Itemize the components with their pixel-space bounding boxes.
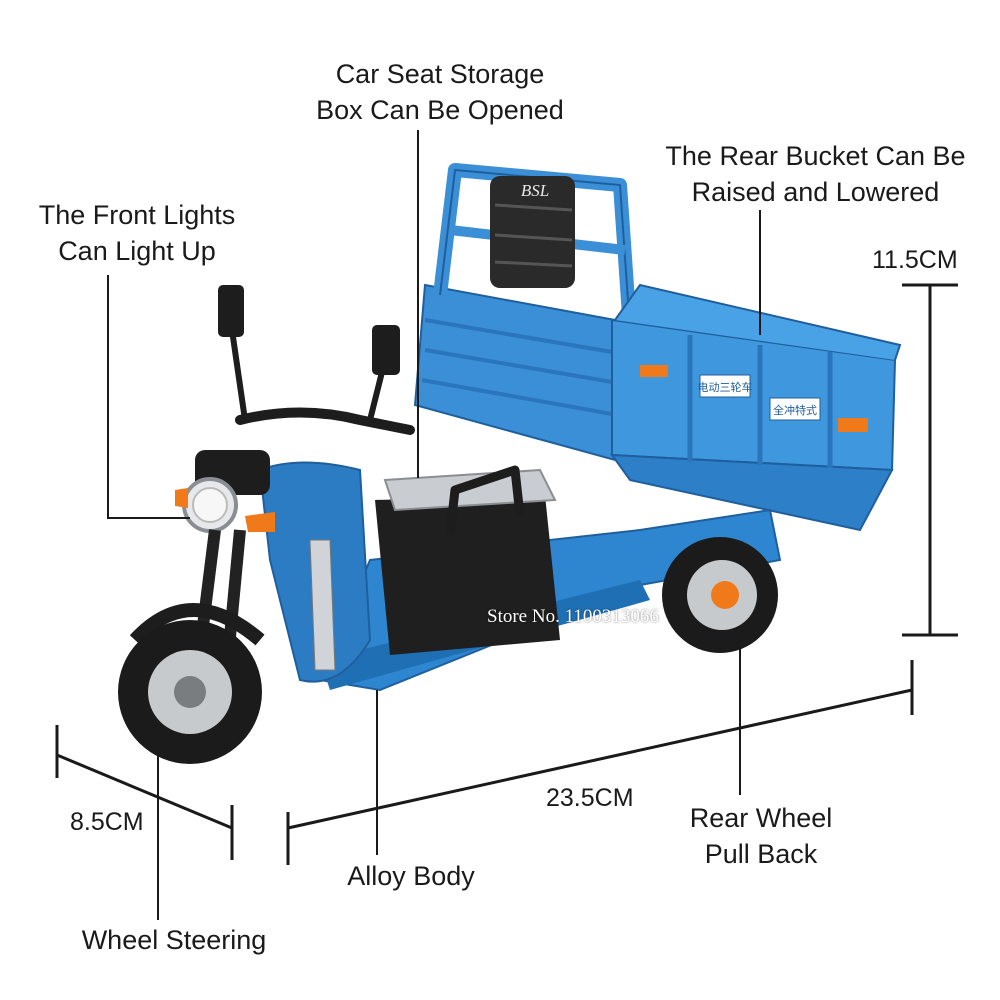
dimension-lines <box>55 283 958 865</box>
car-seat-storage-line-2: Box Can Be Opened <box>316 95 564 125</box>
car-seat-storage-label: Car Seat Storage Box Can Be Opened <box>300 56 580 128</box>
rear-bucket-label: The Rear Bucket Can Be Raised and Lowere… <box>648 138 983 210</box>
length-dimension-label: 23.5CM <box>546 784 634 812</box>
rear-bucket-line-1: The Rear Bucket Can Be <box>665 141 966 171</box>
height-dimension-label: 11.5CM <box>872 246 958 274</box>
headboard-strap <box>490 176 575 288</box>
front-lights-line-1: The Front Lights <box>38 200 236 230</box>
headboard-badge: BSL <box>520 181 550 200</box>
left-indicator <box>175 488 188 508</box>
car-seat-storage-line-1: Car Seat Storage <box>335 59 545 89</box>
alloy-body-label: Alloy Body <box>347 861 475 891</box>
side-plate-1 <box>699 374 751 398</box>
rear-cargo-bucket: 电动三轮车 全冲特式 <box>413 163 902 532</box>
rear-wheel-label: Rear Wheel Pull Back <box>676 800 846 872</box>
left-mirror <box>218 285 244 337</box>
orange-stripe-decal <box>640 365 668 377</box>
store-watermark: Store No. 1100313066 <box>487 606 659 627</box>
rear-wheel-line-1: Rear Wheel <box>689 803 833 833</box>
front-lights-line-2: Can Light Up <box>58 236 216 266</box>
side-plate-1-text: 电动三轮车 <box>698 380 753 394</box>
front-lights-label: The Front Lights Can Light Up <box>26 197 248 269</box>
side-plate-2-text: 全冲特式 <box>773 403 817 417</box>
rear-wheel-line-2: Pull Back <box>704 839 818 869</box>
right-mirror <box>372 325 400 375</box>
width-dimension-label: 8.5CM <box>70 808 144 836</box>
right-indicator <box>245 512 275 532</box>
storage-box <box>375 495 560 655</box>
wheel-steering-label: Wheel Steering <box>81 925 267 955</box>
side-plate-2 <box>769 397 821 421</box>
front-lights-callout-line <box>107 275 190 519</box>
length-dimension-line <box>287 688 913 830</box>
width-dimension-line <box>56 753 233 830</box>
callout-lines <box>107 130 761 920</box>
rear-orange-decal <box>838 418 868 432</box>
rear-wheel <box>662 537 778 653</box>
rear-bucket-line-2: Raised and Lowered <box>691 177 940 207</box>
front-wheel <box>118 620 262 764</box>
